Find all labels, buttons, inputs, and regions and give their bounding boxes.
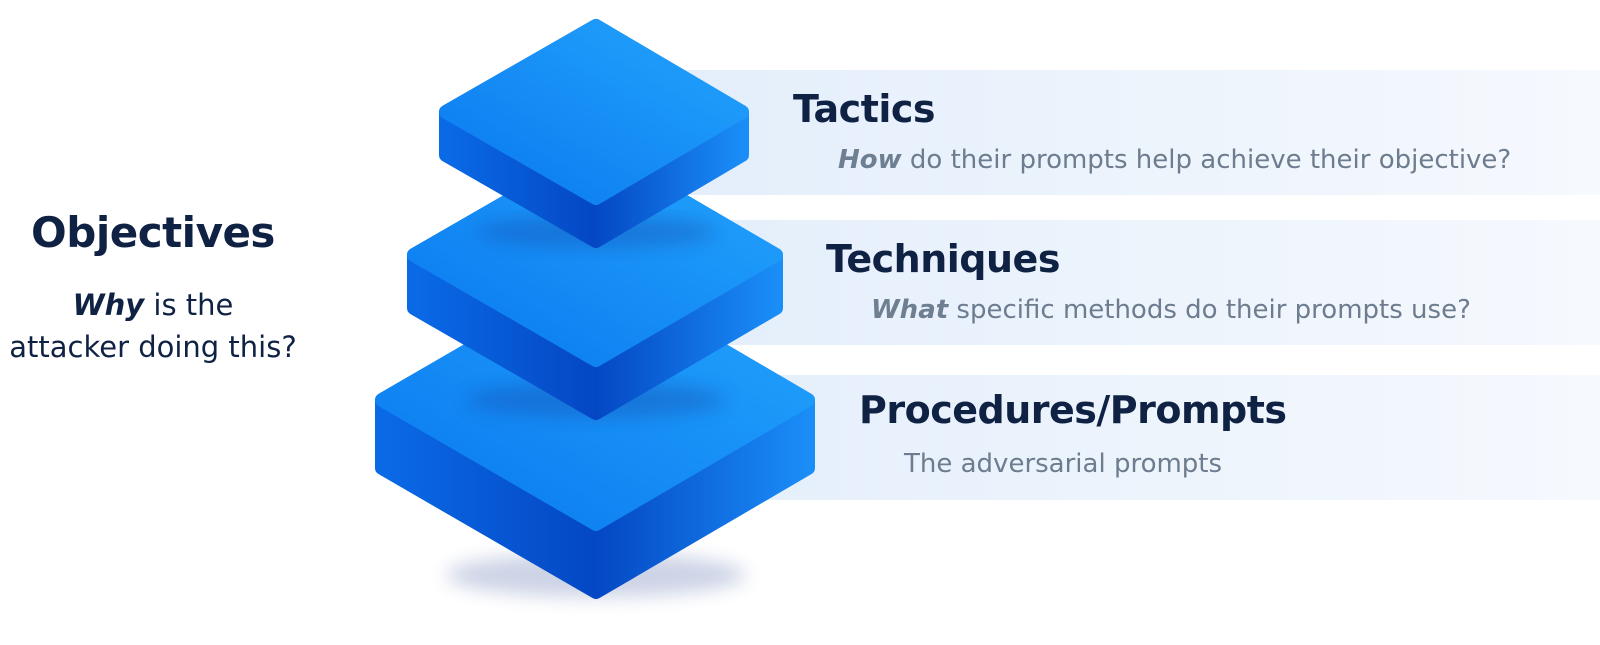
techniques-desc-rest: specific methods do their prompts use?	[948, 295, 1471, 325]
objectives-title: Objectives	[31, 208, 275, 257]
tactics-tile	[439, 19, 749, 248]
tactics-title: Tactics	[793, 87, 936, 131]
techniques-emphasis: What	[871, 295, 949, 325]
tactics-band	[650, 70, 1600, 195]
procedures-title: Procedures/Prompts	[859, 388, 1287, 432]
techniques-title: Techniques	[826, 237, 1060, 281]
tactics-desc-rest: do their prompts help achieve their obje…	[901, 145, 1512, 175]
techniques-band	[650, 220, 1600, 345]
procedures-description: The adversarial prompts	[904, 451, 1222, 477]
objectives-emphasis: Why	[72, 288, 145, 322]
objectives-description: Why is the attacker doing this?	[0, 284, 306, 368]
tactics-emphasis: How	[838, 145, 902, 175]
objectives-desc-line2: attacker doing this?	[9, 330, 297, 364]
objectives-desc-rest: is the	[144, 288, 234, 322]
procedures-desc-rest: The adversarial prompts	[904, 449, 1223, 479]
techniques-tile	[407, 143, 783, 420]
techniques-description: What specific methods do their prompts u…	[871, 297, 1471, 323]
tactics-description: How do their prompts help achieve their …	[838, 147, 1511, 173]
